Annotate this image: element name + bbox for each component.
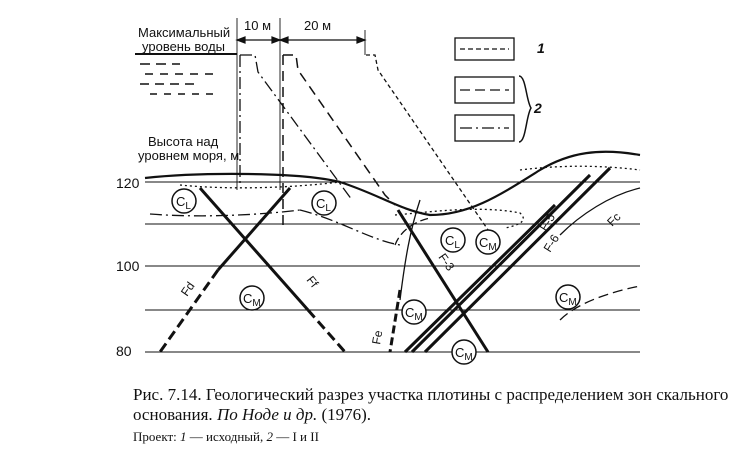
zone-marker-cm: CM [555, 284, 581, 310]
project-prefix: Проект: [133, 429, 177, 444]
legend-label-1: 1 [537, 40, 545, 56]
svg-text:CL: CL [445, 233, 460, 251]
svg-text:CM: CM [559, 290, 577, 308]
dimension-10m: 10 м [244, 18, 271, 33]
elevation-120: 120 [116, 175, 140, 191]
project-number-1: 1 [180, 429, 187, 444]
dimension-lines [235, 18, 367, 190]
caption-author: По Ноде и др. [216, 405, 318, 424]
height-label-line1: Высота над [148, 134, 219, 149]
fault-label-f3: F-3 [436, 251, 458, 274]
max-water-label-line2: уровень воды [142, 39, 225, 54]
svg-text:CM: CM [479, 235, 497, 253]
dam-profile-variant-1 [282, 54, 396, 225]
svg-text:CM: CM [243, 291, 261, 309]
project-text-2: — I и II [276, 429, 319, 444]
max-water-label-line1: Максимальный [138, 25, 230, 40]
elevation-80: 80 [116, 343, 132, 359]
figure-caption: Рис. 7.14. Геологический разрез участка … [133, 385, 738, 425]
zone-marker-cl: CL [440, 227, 466, 253]
legend [454, 37, 532, 143]
project-text-1: — исходный, [189, 429, 264, 444]
dam-profile-original [366, 54, 496, 241]
ground-surface [144, 150, 641, 217]
zone-boundaries [149, 165, 641, 321]
elevation-100: 100 [116, 258, 140, 274]
elevation-gridlines [145, 181, 640, 353]
zone-marker-cm: CM [239, 285, 265, 311]
caption-year: (1976). [321, 405, 372, 424]
geological-section-diagram: Максимальный уровень воды 10 м 20 м Высо… [116, 18, 641, 365]
dimension-20m: 20 м [304, 18, 331, 33]
zone-marker-cm: CM [475, 229, 501, 255]
height-label-line2: уровнем моря, м [138, 148, 239, 163]
zone-marker-cl: CL [311, 190, 337, 216]
svg-text:CL: CL [176, 194, 191, 212]
fault-label-ff: Ff [304, 273, 322, 291]
caption-main: Рис. 7.14. Геологический разрез участка … [133, 385, 729, 424]
svg-text:CM: CM [455, 345, 473, 363]
legend-label-2: 2 [533, 100, 542, 116]
fault-label-fe: Fe [369, 329, 385, 346]
svg-text:CM: CM [405, 305, 423, 323]
svg-text:CL: CL [316, 196, 331, 214]
zone-marker-cl: CL [171, 188, 197, 214]
fault-label-fc: Fc [604, 210, 623, 229]
dam-profile-variant-2 [239, 54, 353, 201]
fault-label-f5: F-5 [537, 211, 559, 234]
water-level-symbol [135, 53, 237, 95]
project-note: Проект: 1 — исходный, 2 — I и II [133, 429, 738, 445]
fault-label-fd: Fd [178, 279, 198, 299]
fault-lines [158, 166, 612, 354]
zone-marker-cm: CM [401, 299, 427, 325]
zone-marker-cm: CM [451, 339, 477, 365]
project-number-2: 2 [266, 429, 273, 444]
